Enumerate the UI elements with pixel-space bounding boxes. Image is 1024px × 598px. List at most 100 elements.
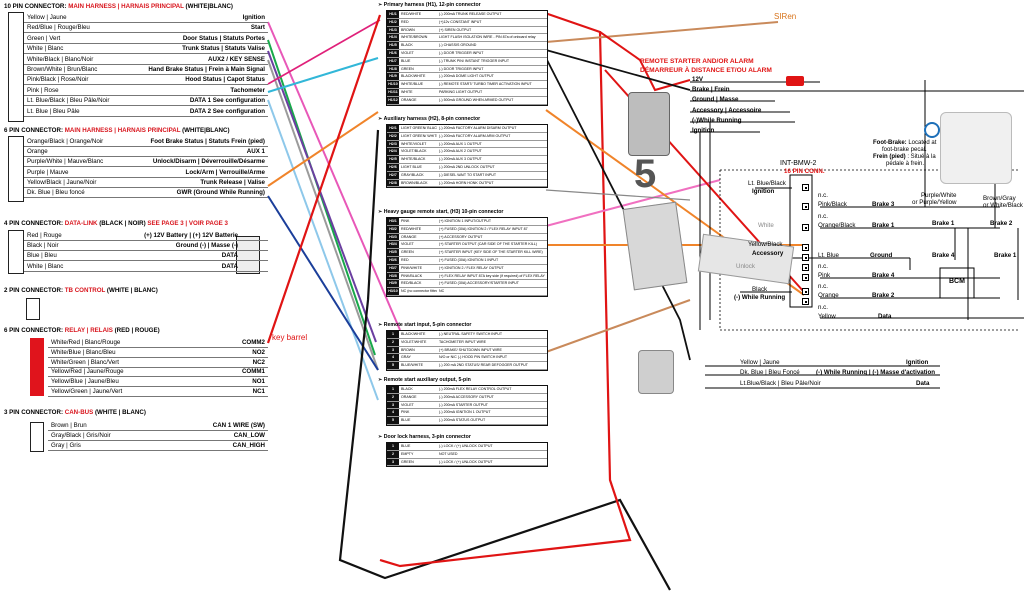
wire-function: DATA [221, 252, 238, 260]
c10-title-red: MAIN HARNESS | HARNAIS PRINCIPAL [68, 3, 184, 10]
pin-color: RED/WHITE [401, 12, 422, 16]
pin-number: H3/10 [387, 288, 399, 295]
wire-violet [267, 50, 377, 343]
label-brown-gray: Brown/Gray [983, 195, 1016, 202]
pin-color: BROWN/BLACK [401, 180, 428, 185]
wire-color: Black | Noir [27, 242, 59, 250]
pin-function: (-) 200mA IGNITION 1 OUTPUT [439, 410, 491, 415]
pin-color: GRAY/BLACK [401, 172, 424, 177]
pin-color: LIGHT BLUE [401, 164, 422, 169]
label-nc-3: n.c. [818, 263, 828, 270]
pin-square [802, 298, 809, 305]
c6r-title-red: RELAY | RELAIS [64, 327, 113, 334]
pin-color: BLACK [401, 387, 413, 391]
pin-function: (-) 200mA FACTORY ALARM ARM OUTPUT [439, 133, 511, 138]
brake-pedal-image [940, 112, 1012, 184]
pin-function: LIGHT FLASH ISOLATION WIRE - PIN 87a of … [439, 35, 536, 40]
label-while-running-2: (-) While Running [734, 294, 786, 301]
pin-number: H2/4 [387, 148, 399, 156]
wire-function: Ignition [242, 14, 265, 21]
wire-color: Red | Rouge [27, 232, 62, 239]
wire-pink [267, 21, 401, 331]
wire-function: Hood Status | Capot Status [185, 76, 265, 84]
pin-function: (-) 200mA DOME LIGHT OUTPUT [439, 74, 494, 79]
label-ignition: Ignition [692, 127, 715, 134]
wire-function: NC1 [252, 388, 265, 395]
pin-function: (-) 200mA AUX 3 OUTPUT [439, 157, 482, 162]
wire-function: COMM2 [241, 339, 265, 346]
label-yellow-black: Yellow/Black [748, 241, 783, 248]
pin-function: TACHOMETER INPUT WIRE [439, 339, 486, 344]
pin-color: BLUE [401, 58, 411, 63]
footbrake-note-4: pédale à frein. [886, 161, 925, 167]
label-ltblue-black: Lt. Blue/Black [748, 180, 786, 187]
pin-number: H2/3 [387, 140, 399, 148]
pin-number: H3/6 [387, 256, 399, 264]
pin-color: WHITE [401, 89, 413, 94]
pin-function: (-) LOCK / (+) UNLOCK OUTPUT [439, 459, 493, 464]
pin-square [802, 244, 809, 251]
label-unlock: Unlock [736, 263, 755, 270]
pin-function: (-) 200mA FLEX RELAY CONTROL OUTPUT [439, 387, 512, 391]
label-brake4-b: Brake 4 [932, 252, 955, 259]
pin-function: (-) 200mA STARTER OUTPUT [439, 402, 488, 407]
pin-square [802, 203, 809, 210]
h5-title: ➢ Remote start auxiliary output, 5-pin [378, 377, 471, 383]
h4-title: ➢ Remote start input, 5-pin connector [378, 322, 472, 328]
c4-title-red: DATA-LINK [64, 220, 98, 227]
pin-number: H1/12 [387, 96, 399, 104]
pin-number: H3/7 [387, 264, 399, 272]
label-brake-frein: Brake | Frein [692, 86, 730, 93]
pin-color: GRAY [401, 355, 411, 360]
wire-function: DATA 1 See configuration [189, 97, 265, 105]
pin-color: RED/BLACK [401, 281, 422, 286]
pin-function: (-) 200mA ACCESSORY OUTPUT [439, 394, 494, 399]
bot-ltblue: Lt.Blue/Black | Bleu Pâle/Noir [740, 380, 821, 387]
label-nc-4: n.c. [818, 283, 828, 290]
wire-color: White | Blanc [27, 45, 64, 53]
wire-color: Green | Vert [27, 34, 61, 42]
pin-function: (-) CHASSIS GROUND [439, 43, 477, 48]
pin-number: 3 [387, 401, 399, 409]
c3-connector [30, 422, 44, 452]
pin-function: (-) 200mA TRUNK RELEASE OUTPUT [439, 12, 502, 16]
pin-square [802, 224, 809, 231]
pin-number: 5 [387, 417, 399, 424]
label-brake2: Brake 2 [872, 292, 895, 299]
pin-color: NC (no connector fitted) [401, 289, 437, 294]
wire-brown-siren [545, 21, 779, 43]
wire-color: Gray | Gris [51, 441, 81, 449]
label-brake1-b: Brake 1 [932, 220, 955, 227]
h2-title: ➢ Auxiliary harness (H2), 8-pin connecto… [378, 116, 481, 122]
label-orange: Orange [818, 292, 839, 299]
c3-title: 3 PIN CONNECTOR: CAN-BUS (WHITE | BLANC) [4, 409, 146, 416]
